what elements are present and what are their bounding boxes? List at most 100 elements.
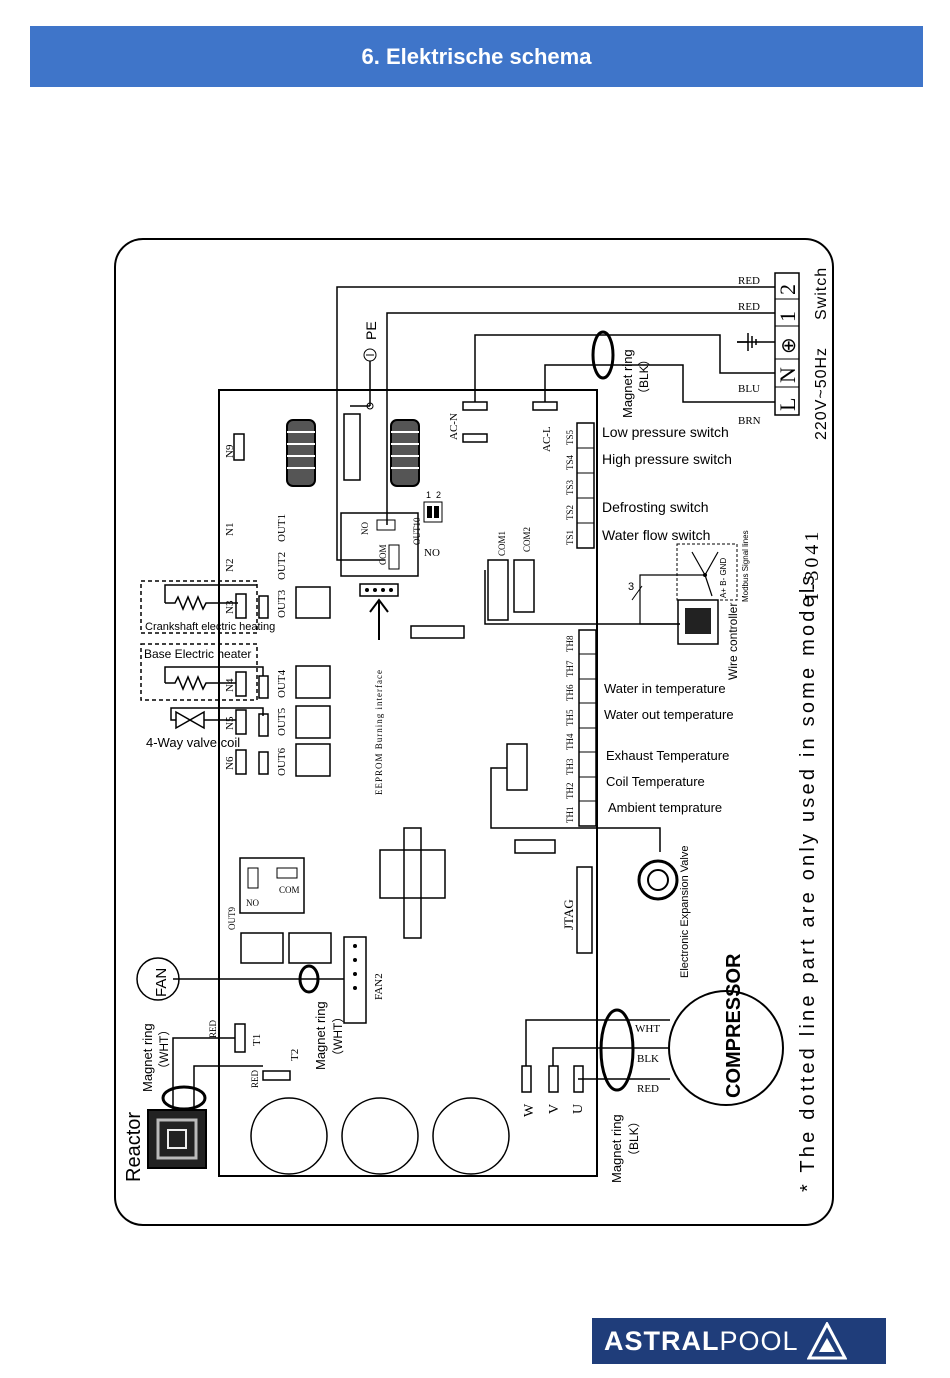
relay-out9-com: COM [279,885,300,895]
connector-n3 [235,593,247,619]
capacitor-1 [250,1097,328,1175]
switch-label: Switch [813,267,830,320]
relay-out9-no: NO [246,898,259,908]
page-title: 6. Elektrische schema [30,26,923,87]
water-in-temp-label: Water in temperature [604,681,726,696]
board-chip [410,625,465,639]
n1-label: N1 [224,523,236,536]
relay-out10 [340,512,419,577]
temp-ports [578,629,597,827]
exhaust-temp-label: Exhaust Temperature [606,748,729,763]
fuse [343,413,361,481]
ts5-label: TS5 [565,429,575,445]
magnet-ring-power-icon [591,330,615,380]
ac-l-connector [532,401,558,411]
jtag-label: JTAG [561,899,576,930]
defrosting-switch-label: Defrosting switch [602,499,709,515]
relay-out9-contact-2 [276,867,298,879]
magnet-ring-compressor-color: （BLK） [627,1115,641,1162]
relay-out10-com [388,544,400,570]
magnet-ring-compressor-icon [599,1008,635,1092]
low-pressure-switch-label: Low pressure switch [602,424,729,440]
terminal-1: 1 [775,311,800,322]
t2-connector [262,1070,291,1081]
ground-icon [737,333,757,351]
compressor-icon [668,990,784,1106]
th5-label: TH5 [565,709,575,726]
relay-block-1 [240,932,284,964]
t1-label: T1 [251,1034,263,1046]
out4-pin [258,675,269,699]
magnet-ring-fan-label: Magnet ring [313,1001,328,1070]
connector-n4 [235,671,247,697]
v-terminal [548,1065,559,1093]
power-terminal-block: 2 1 ⊕ N L [774,272,800,416]
relay-out3 [295,586,331,619]
relay-block-2 [288,932,332,964]
out9-label: OUT9 [227,907,237,930]
control-board [218,389,598,1177]
relay-out9 [239,857,305,914]
out5-pin [258,713,269,737]
compressor-wires [525,1019,670,1080]
fan2-connector [343,936,367,1024]
page-title-text: 6. Elektrische schema [361,43,592,69]
th7-label: TH7 [565,660,575,677]
n3-label: N3 [224,600,236,614]
magnet-ring-reactor-color: （WHT） [157,1024,171,1075]
magnet-ring-reactor-label: Magnet ring [140,1023,155,1092]
eev-connector [506,743,528,791]
com1-label: COM1 [497,531,507,556]
t1-red-label: RED [208,1019,218,1038]
t1-connector [234,1023,246,1053]
eeprom-pin [389,588,393,592]
t2-label: T2 [289,1049,301,1061]
magnet-ring-power-color: （BLK） [637,353,651,400]
com1-wire [484,570,680,625]
jtag-header [576,866,593,954]
fan2-pin [353,972,357,976]
n2-label: N2 [224,559,236,572]
out2-label: OUT2 [276,552,288,580]
out3-pin [258,595,269,619]
pe-label: PE [363,321,379,340]
wire-controller-icon [677,599,719,645]
power-wires [336,286,775,561]
supply-label: 220V~50Hz [813,347,830,440]
cable-mark [631,585,643,601]
t2-red-label: RED [250,1069,260,1088]
base-heater-dotted-area [140,643,258,701]
out6-pin [258,751,269,775]
w-label: W [522,1103,537,1117]
ts2-label: TS2 [565,505,575,520]
model-code: I-3041 [801,529,823,600]
cable-3-label: 3 [628,581,634,593]
fan2-pin [353,986,357,990]
fan-icon [136,957,180,1001]
logo-part-2: POOL [719,1325,799,1356]
logo-part-1: ASTRAL [604,1325,720,1356]
dip-2 [434,506,439,518]
modbus-label: Modbus Signal lines [741,530,750,602]
th4-label: TH4 [565,733,575,750]
arrow-up-icon [369,598,389,640]
magnet-ring-compressor-label: Magnet ring [609,1114,624,1183]
switch-ports [576,422,595,549]
water-flow-switch-label: Water flow switch [602,527,710,543]
out5-label: OUT5 [276,707,288,736]
out4-label: OUT4 [276,669,288,698]
relay-out9-contact [247,867,259,889]
n5-label: N5 [224,716,236,730]
crankshaft-dotted-area [140,580,258,634]
ts1-label: TS1 [565,530,575,545]
dip-1-label: 1 [426,490,431,500]
abgnd-label: A+ B- GND [719,558,728,598]
eeprom-pin [373,588,377,592]
eeprom-label: EEPROM Burning interface [374,669,384,795]
terminal-earth: ⊕ [778,337,800,354]
out10-label: OUT10 [412,517,422,545]
crankshaft-heating-label: Crankshaft electric heating [145,621,275,633]
connector-n6 [235,749,247,775]
